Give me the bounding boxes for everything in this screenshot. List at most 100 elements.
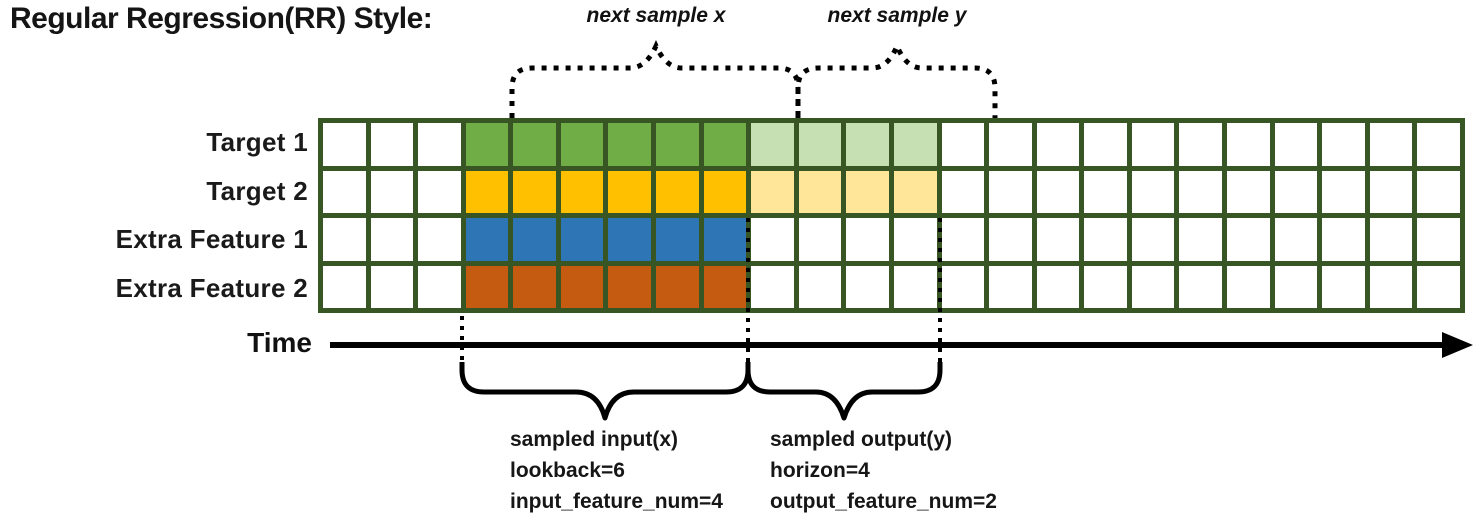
grid-cell bbox=[465, 123, 509, 166]
row-label-target-1: Target 1 bbox=[206, 126, 308, 157]
sampled-output-brace bbox=[745, 362, 943, 421]
sampled-output-title: sampled output(y) bbox=[770, 428, 952, 451]
grid-cell bbox=[1369, 170, 1413, 213]
next-sample-x-label: next sample x bbox=[586, 4, 726, 27]
time-axis-arrowhead-icon bbox=[1442, 332, 1473, 358]
grid-cell bbox=[608, 123, 652, 166]
grid-cell bbox=[1036, 265, 1080, 308]
grid-cell bbox=[323, 218, 366, 261]
grid-cell bbox=[370, 170, 414, 213]
grid-cell bbox=[1179, 170, 1223, 213]
next-sample-x-brace bbox=[509, 39, 801, 118]
grid-cell bbox=[1417, 218, 1460, 261]
input-feature-num-value: input_feature_num=4 bbox=[510, 490, 723, 513]
time-series-grid bbox=[318, 118, 1465, 313]
grid-cell bbox=[1274, 265, 1318, 308]
grid-cell bbox=[1227, 218, 1270, 261]
grid-cell bbox=[513, 123, 556, 166]
grid-cell bbox=[1227, 170, 1270, 213]
grid-cell bbox=[370, 123, 414, 166]
sampled-output-annotation: sampled output(y) horizon=4 output_featu… bbox=[770, 424, 997, 516]
grid-cell bbox=[989, 123, 1032, 166]
grid-cell bbox=[989, 218, 1032, 261]
grid-cell bbox=[846, 170, 889, 213]
grid-cell bbox=[418, 170, 461, 213]
sampled-input-annotation: sampled input(x) lookback=6 input_featur… bbox=[510, 424, 723, 516]
grid-cell bbox=[798, 218, 842, 261]
grid-cell bbox=[608, 170, 652, 213]
grid-cell bbox=[1084, 218, 1127, 261]
grid-cell bbox=[1179, 265, 1223, 308]
grid-cell bbox=[513, 265, 556, 308]
next-sample-y-label: next sample y bbox=[827, 4, 967, 27]
grid-cell bbox=[1369, 265, 1413, 308]
grid-cell bbox=[703, 123, 747, 166]
grid-cell bbox=[893, 123, 937, 166]
grid-cell bbox=[1369, 123, 1413, 166]
grid-cell bbox=[1227, 265, 1270, 308]
grid-cell bbox=[323, 265, 366, 308]
grid-cell bbox=[513, 218, 556, 261]
grid-cell bbox=[1131, 218, 1175, 261]
diagram-title: Regular Regression(RR) Style: bbox=[10, 2, 433, 35]
grid-cell bbox=[941, 123, 985, 166]
output-feature-num-value: output_feature_num=2 bbox=[770, 490, 997, 513]
grid-cell bbox=[1131, 170, 1175, 213]
grid-cell bbox=[846, 123, 889, 166]
grid-cell bbox=[1179, 123, 1223, 166]
grid-cell bbox=[1369, 218, 1413, 261]
grid-cell bbox=[1036, 123, 1080, 166]
grid-cell bbox=[656, 123, 699, 166]
grid-cell bbox=[798, 123, 842, 166]
grid-cell bbox=[608, 218, 652, 261]
grid-cell bbox=[1036, 170, 1080, 213]
grid-cell bbox=[560, 123, 604, 166]
grid-cell bbox=[418, 218, 461, 261]
grid-cell bbox=[846, 218, 889, 261]
grid-cell bbox=[941, 170, 985, 213]
grid-cell bbox=[656, 170, 699, 213]
time-axis-label: Time bbox=[247, 327, 312, 358]
lookback-value: lookback=6 bbox=[510, 459, 625, 482]
grid-cell bbox=[465, 265, 509, 308]
grid-cell bbox=[703, 265, 747, 308]
grid-cell bbox=[418, 123, 461, 166]
grid-cell bbox=[1084, 123, 1127, 166]
horizon-value: horizon=4 bbox=[770, 459, 870, 482]
grid-cell bbox=[656, 265, 699, 308]
grid-cell bbox=[989, 265, 1032, 308]
grid-cell bbox=[1417, 170, 1460, 213]
grid-cell bbox=[1084, 170, 1127, 213]
grid-cell bbox=[560, 218, 604, 261]
grid-cell bbox=[1322, 123, 1365, 166]
grid-cell bbox=[893, 265, 937, 308]
grid-cell bbox=[751, 265, 794, 308]
grid-cell bbox=[941, 218, 985, 261]
sampled-input-title: sampled input(x) bbox=[510, 428, 679, 451]
row-label-extra-feature-1: Extra Feature 1 bbox=[115, 224, 308, 255]
grid-cell bbox=[751, 170, 794, 213]
grid-cell bbox=[798, 265, 842, 308]
grid-cell bbox=[1227, 123, 1270, 166]
grid-cell bbox=[1131, 265, 1175, 308]
grid-cell bbox=[560, 170, 604, 213]
grid-cell bbox=[608, 265, 652, 308]
grid-cell bbox=[465, 218, 509, 261]
grid-cell bbox=[656, 218, 699, 261]
grid-cell bbox=[370, 265, 414, 308]
row-label-extra-feature-2: Extra Feature 2 bbox=[115, 273, 308, 304]
grid-cell bbox=[1084, 265, 1127, 308]
grid-cell bbox=[703, 170, 747, 213]
grid-cell bbox=[751, 218, 794, 261]
grid-cell bbox=[893, 170, 937, 213]
grid-cell bbox=[1274, 123, 1318, 166]
grid-cell bbox=[1036, 218, 1080, 261]
grid-cell bbox=[1131, 123, 1175, 166]
grid-cell bbox=[465, 170, 509, 213]
grid-cell bbox=[1322, 170, 1365, 213]
grid-cell bbox=[893, 218, 937, 261]
grid-cell bbox=[323, 123, 366, 166]
grid-cell bbox=[1274, 218, 1318, 261]
grid-cell bbox=[370, 218, 414, 261]
